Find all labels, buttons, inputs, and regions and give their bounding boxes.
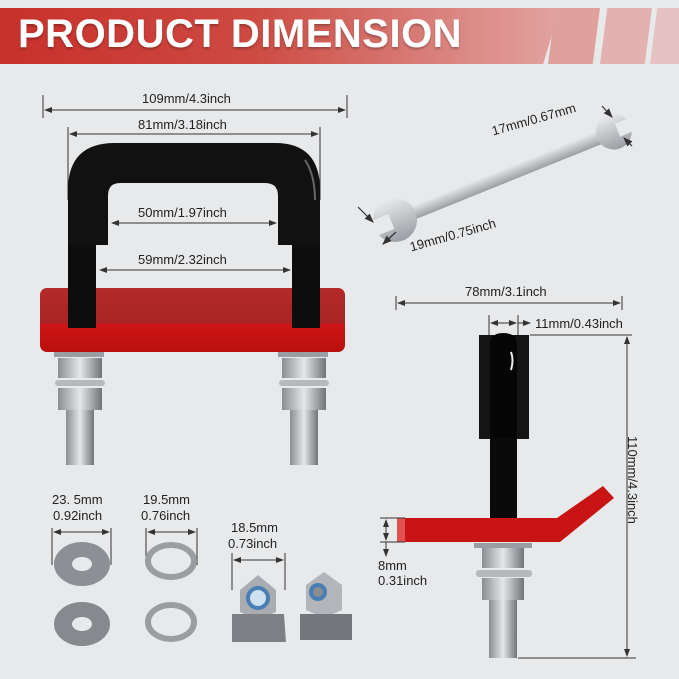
outer-width-label: 109mm/4.3inch — [142, 91, 231, 106]
banner-stripe — [548, 8, 600, 64]
lock-nut-mm-label: 18.5mm — [231, 520, 278, 535]
title-banner — [0, 8, 560, 64]
flat-washer-mm-label: 23. 5mm — [52, 492, 103, 507]
banner-stripe — [600, 8, 652, 64]
overall-depth-label: 78mm/3.1inch — [465, 284, 547, 299]
page-title: PRODUCT DIMENSION — [18, 12, 463, 56]
inner-width-label: 50mm/1.97inch — [138, 205, 227, 220]
flat-washer-in-label: 0.92inch — [53, 508, 103, 523]
plate-thickness-mm-label: 8mm — [378, 558, 407, 573]
plate-thickness-in-label: 0.31inch — [378, 573, 428, 588]
lock-nut-in-label: 0.73inch — [228, 536, 278, 551]
bracket-width-label: 81mm/3.18inch — [138, 117, 227, 132]
overall-height-label: 110mm/4.3inch — [625, 436, 640, 524]
rod-thickness-label: 11mm/0.43inch — [535, 316, 623, 331]
lock-washer-mm-label: 19.5mm — [143, 492, 190, 507]
leg-spacing-label: 59mm/2.32inch — [138, 252, 227, 267]
lock-washer-in-label: 0.76inch — [141, 508, 191, 523]
